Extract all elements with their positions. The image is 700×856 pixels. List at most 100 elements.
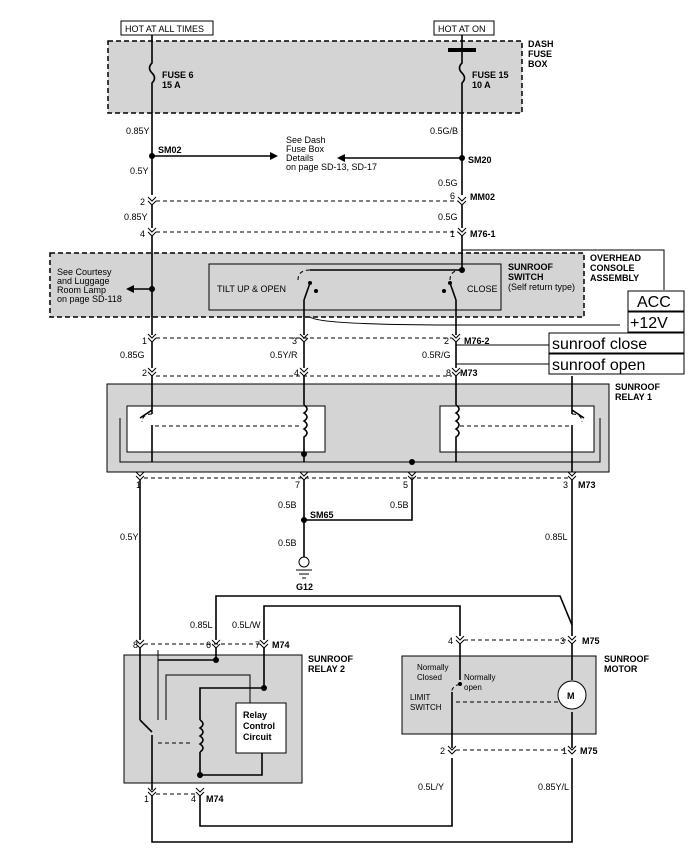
switch-dash-right <box>449 269 463 281</box>
see-dash-2: Fuse Box <box>286 144 325 154</box>
pin-m-4: 4 <box>448 636 453 646</box>
relay1-node-a <box>301 451 307 457</box>
pin-m761-4: 4 <box>140 229 145 239</box>
pin-sw-2: 2 <box>444 336 449 346</box>
relay1-label-2: RELAY 1 <box>615 392 652 402</box>
motor-label-2: MOTOR <box>604 664 638 674</box>
ground-lines-icon <box>296 569 312 579</box>
dash-fuse-label-2: FUSE <box>528 49 552 59</box>
conn-m75b-pin-b <box>567 745 577 755</box>
overhead-label-2: CONSOLE <box>590 263 635 273</box>
pin-r2-1: 1 <box>144 794 149 804</box>
see-dash-4: on page SD-13, SD-17 <box>286 162 377 172</box>
conn-m73b-pin-c <box>407 471 417 481</box>
pin-r2-7: 7 <box>255 640 260 650</box>
wire-label-w6: 0.5G <box>438 212 458 222</box>
hot-always-label: HOT AT ALL TIMES <box>125 24 204 34</box>
switch-label-2: SWITCH <box>508 272 544 282</box>
wire-label-w10: 0.5B <box>278 500 297 510</box>
dash-fuse-box <box>107 40 523 114</box>
tilt-up-open: TILT UP & OPEN <box>217 284 286 294</box>
wire-label-w2: 0.5G/B <box>430 126 458 136</box>
relay1-ground-bus <box>119 418 601 463</box>
wire-0.85L-cross <box>215 595 573 640</box>
wire-label-w7: 0.85G <box>120 350 145 360</box>
conn-m762-pin-c <box>451 333 461 343</box>
motor-icon <box>557 680 587 710</box>
arrow-head-right <box>270 152 278 160</box>
wire-label-w3: 0.5Y <box>130 166 149 176</box>
relay2-control-wire <box>165 674 251 720</box>
relay1-arc-a <box>141 413 153 423</box>
relay2-coil <box>198 719 204 753</box>
overhead-label-3: ASSEMBLY <box>590 273 639 283</box>
normally-closed-1: Normally <box>417 663 449 672</box>
pin-r1-7: 7 <box>295 480 300 490</box>
conn-mm02-right-pin <box>457 196 467 206</box>
see-courtesy-4: on page SD-118 <box>57 294 122 304</box>
relay-control-1: Relay <box>243 710 267 720</box>
relay1-left-coil <box>302 376 308 462</box>
conn-m761-left-pin <box>147 227 157 237</box>
see-courtesy-3: Room Lamp <box>57 285 106 295</box>
conn-m761-right-pin <box>457 227 467 237</box>
wire-label-w4: 0.5G <box>438 178 458 188</box>
courtesy-arrow-head <box>126 285 134 293</box>
acc-label: ACC <box>637 294 671 311</box>
wire-label-w15: 0.85L <box>190 620 213 630</box>
limit-switch-2: SWITCH <box>410 703 442 712</box>
wire-label-w16: 0.5L/W <box>232 620 261 630</box>
sunroof-switch-box <box>208 263 502 311</box>
conn-m75b: M75 <box>580 746 598 756</box>
limit-arc <box>451 683 461 695</box>
fuse6-rating: 15 A <box>162 80 181 90</box>
wire-label-w18: 0.85Y/L <box>538 782 569 792</box>
conn-mm02: MM02 <box>470 192 495 202</box>
annot-line-12v <box>309 316 620 326</box>
conn-m74b: M74 <box>206 794 224 804</box>
pin-r2-8: 8 <box>133 640 138 650</box>
pin-r1-8: 8 <box>446 368 451 378</box>
wire-bottom-outer <box>151 758 573 843</box>
normally-open-1: Normally <box>464 673 496 682</box>
pin-sw-1: 1 <box>142 336 147 346</box>
wire-label-w9: 0.5R/G <box>422 350 451 360</box>
pin-r2-6: 6 <box>206 640 211 650</box>
conn-m73a-pin-b <box>299 367 309 377</box>
wire-label-w5: 0.85Y <box>124 212 148 222</box>
wire-label-w13: 0.5Y <box>120 532 139 542</box>
relay1-right-coil <box>454 376 460 462</box>
fuse15-label: FUSE 15 <box>472 70 509 80</box>
relay2-coil-top <box>199 648 265 720</box>
conn-m75a-pin-a <box>455 635 465 645</box>
see-courtesy-1: See Courtesy <box>57 267 112 277</box>
relay-control-circuit <box>235 702 287 754</box>
conn-m762: M76-2 <box>464 336 490 346</box>
conn-m73b-pin-a <box>135 471 145 481</box>
see-courtesy-2: and Luggage <box>57 276 110 286</box>
pin-m-3: 3 <box>560 636 565 646</box>
plus12-box <box>627 311 685 333</box>
wire-label-w17: 0.5L/Y <box>418 782 444 792</box>
relay2-label-2: RELAY 2 <box>308 664 345 674</box>
overhead-label-1: OVERHEAD <box>590 253 642 263</box>
hot-always-box <box>120 20 214 36</box>
pin-sw-3: 3 <box>292 336 297 346</box>
relay1-arc-b <box>571 413 583 423</box>
arrow-head-left <box>337 154 345 162</box>
see-dash-1: See Dash <box>286 135 326 145</box>
wire-label-w14: 0.85L <box>545 532 568 542</box>
pin-m761-1: 1 <box>450 229 455 239</box>
wire-label-w12: 0.5B <box>278 538 297 548</box>
relay2-node-c <box>197 772 203 778</box>
conn-m73a-pin-a <box>147 367 157 377</box>
wire-label-w11: 0.5B <box>390 500 409 510</box>
conn-sm02: SM02 <box>158 145 182 155</box>
fuse6-wire <box>148 35 156 140</box>
wire-0.5LW-cross <box>263 605 461 640</box>
relay1-right-contact <box>571 376 585 472</box>
pin-r1-5: 5 <box>403 480 408 490</box>
splice-sm20 <box>459 155 465 161</box>
normally-open-2: open <box>464 683 482 692</box>
